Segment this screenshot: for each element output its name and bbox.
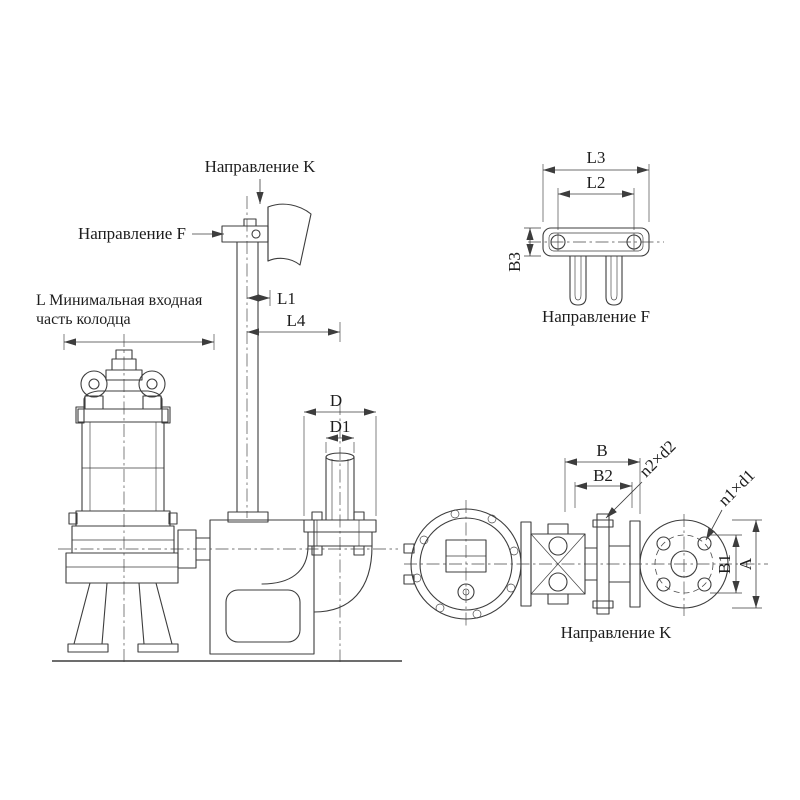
callout-n2d2: n2×d2: [605, 437, 680, 519]
label-min-inlet-2: часть колодца: [36, 311, 131, 328]
pump-front-view: Направление K Направление F L Минимальна…: [36, 157, 402, 662]
label-direction-f-left: Направление F: [78, 224, 186, 243]
top-guide-bracket: [221, 203, 312, 266]
dimension-l-min-inlet: L Минимальная входная часть колодца: [36, 292, 215, 350]
direction-k-callout: Направление K: [205, 157, 317, 204]
dimension-b: B: [564, 441, 641, 514]
bracket-top-view: L3 L2 B3 Направление F: [505, 148, 664, 326]
caption-direction-f-view: Направление F: [542, 307, 650, 326]
direction-f-callout: Направление F: [78, 224, 224, 243]
label-n1d1: n1×d1: [714, 466, 758, 510]
label-min-inlet-1: L Минимальная входная: [36, 292, 203, 309]
pump-end-view: B B2 n2×d2 n1×d1 B1 A Направлен: [403, 437, 768, 642]
label-b3: B3: [505, 252, 524, 272]
label-b2: B2: [593, 466, 613, 485]
dimension-b1: B1: [710, 534, 742, 594]
coupling-elbow-body: [209, 511, 373, 655]
dimension-l2: L2: [557, 173, 635, 230]
label-direction-k-top: Направление K: [205, 157, 317, 176]
guide-hooks: [569, 255, 623, 306]
label-b1: B1: [715, 554, 734, 574]
outlet-flange: [629, 519, 729, 609]
bracket-plate: [542, 227, 650, 257]
label-l3: L3: [587, 148, 606, 167]
callout-n1d1: n1×d1: [705, 466, 759, 541]
pump-body: [65, 349, 211, 653]
dimension-l1: L1: [247, 289, 296, 308]
dimension-b2: B2: [574, 466, 633, 508]
dimension-b3: B3: [505, 227, 541, 272]
dimension-d1: D1: [325, 417, 355, 453]
label-l1: L1: [277, 289, 296, 308]
label-d1: D1: [330, 417, 351, 436]
dimension-a: A: [732, 519, 762, 609]
label-n2d2: n2×d2: [635, 437, 679, 481]
guide-claw-assembly: [520, 513, 631, 615]
label-l4: L4: [287, 311, 306, 330]
caption-direction-k-view: Направление K: [561, 623, 673, 642]
discharge-pipe-flange: [303, 452, 377, 556]
dimension-l3: L3: [542, 148, 650, 222]
label-b: B: [596, 441, 607, 460]
label-l2: L2: [587, 173, 606, 192]
guide-pipe: [236, 241, 259, 513]
label-a: A: [736, 557, 755, 570]
label-d: D: [330, 391, 342, 410]
dimension-l4: L4: [247, 311, 341, 342]
dimension-d: D: [303, 391, 377, 516]
